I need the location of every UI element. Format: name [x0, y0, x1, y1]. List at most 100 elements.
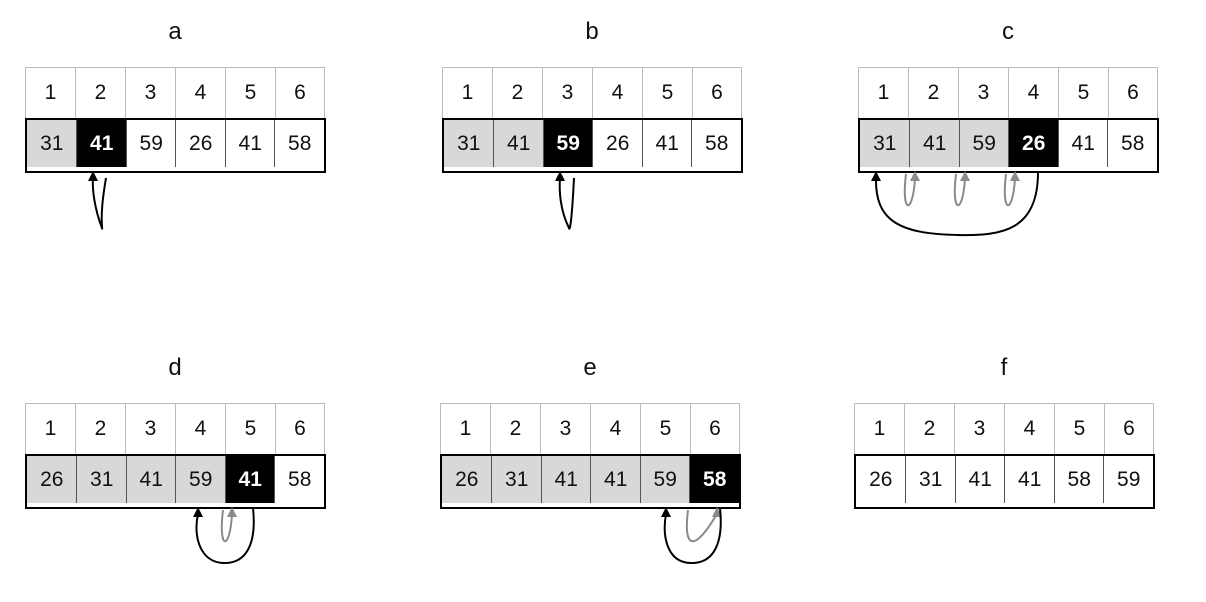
value-cell: 58	[1053, 456, 1104, 503]
value-cell: 41	[224, 120, 275, 167]
index-cell: 2	[75, 67, 125, 118]
index-cell: 2	[490, 403, 540, 454]
insert-arrow	[91, 177, 107, 230]
value-cell: 59	[1103, 456, 1153, 503]
value-cell: 26	[175, 120, 225, 167]
value-cell: 41	[1004, 456, 1054, 503]
arrow-layer	[555, 171, 575, 230]
index-cell: 1	[442, 67, 492, 118]
index-cell: 4	[1004, 403, 1054, 454]
value-row: 26 31 41 41 58 59	[854, 454, 1155, 509]
index-cell: 3	[542, 67, 592, 118]
value-cell: 41	[540, 456, 591, 503]
array-grid: 1 2 3 4 5 6 26 31 41 59 41 58	[25, 403, 326, 509]
panel-f: f 1 2 3 4 5 6 26 31 41 41 58 59	[854, 336, 1155, 536]
value-cell: 26	[442, 456, 492, 503]
shift-arrow	[220, 509, 233, 543]
arrow-head	[193, 507, 203, 517]
panel-d: d 1 2 3 4 5 6 26 31 41 59 41 58	[25, 336, 326, 565]
arrow-layer	[88, 171, 107, 230]
value-cell: 26	[27, 456, 77, 503]
index-row: 1 2 3 4 5 6	[440, 403, 741, 454]
value-cell: 41	[909, 120, 959, 167]
index-cell: 2	[492, 67, 542, 118]
value-cell: 59	[175, 456, 225, 503]
index-cell: 5	[642, 67, 692, 118]
arrow-head	[88, 171, 98, 181]
arrow-layer	[193, 507, 255, 565]
index-row: 1 2 3 4 5 6	[25, 403, 326, 454]
index-cell: 3	[958, 67, 1008, 118]
panel-label: f	[1000, 354, 1008, 381]
index-cell: 4	[592, 67, 642, 118]
arrow-head	[712, 507, 722, 517]
value-cell: 31	[27, 120, 77, 167]
index-cell: 4	[175, 67, 225, 118]
value-cell: 59	[639, 456, 690, 503]
index-cell: 5	[225, 403, 275, 454]
array-grid: 1 2 3 4 5 6 31 41 59 26 41 58	[25, 67, 326, 173]
arrow-head	[910, 171, 920, 181]
index-row: 1 2 3 4 5 6	[854, 403, 1155, 454]
value-cell: 41	[76, 120, 126, 167]
value-cell: 31	[76, 456, 126, 503]
index-row: 1 2 3 4 5 6	[858, 67, 1159, 118]
arrow-head	[227, 507, 237, 517]
index-cell: 5	[225, 67, 275, 118]
arrow-layer	[871, 171, 1039, 237]
array-grid: 1 2 3 4 5 6 26 31 41 41 59 58	[440, 403, 741, 509]
index-row: 1 2 3 4 5 6	[25, 67, 326, 118]
value-cell: 59	[542, 120, 593, 167]
index-cell: 4	[590, 403, 640, 454]
index-row: 1 2 3 4 5 6	[442, 67, 743, 118]
value-cell: 58	[691, 120, 741, 167]
value-cell: 41	[125, 456, 176, 503]
value-cell: 58	[274, 120, 324, 167]
value-cell: 26	[1008, 120, 1058, 167]
index-cell: 3	[125, 67, 175, 118]
value-cell: 31	[860, 120, 910, 167]
value-cell: 31	[444, 120, 494, 167]
panel-a: a 1 2 3 4 5 6 31 41 59 26 41 58	[25, 0, 326, 230]
value-row: 31 41 59 26 41 58	[25, 118, 326, 173]
value-cell: 41	[954, 456, 1005, 503]
index-cell: 5	[640, 403, 690, 454]
panel-label: b	[585, 18, 599, 45]
value-cell: 31	[491, 456, 541, 503]
value-row: 31 41 59 26 41 58	[858, 118, 1159, 173]
arrow-head	[555, 171, 565, 181]
index-cell: 1	[440, 403, 490, 454]
shift-arrow	[1003, 173, 1016, 207]
panel-b: b 1 2 3 4 5 6 31 41 59 26 41 58	[442, 0, 743, 230]
index-cell: 5	[1054, 403, 1104, 454]
array-grid: 1 2 3 4 5 6 31 41 59 26 41 58	[858, 67, 1159, 173]
shift-arrow	[953, 173, 966, 207]
index-cell: 4	[175, 403, 225, 454]
arrow-head	[871, 171, 881, 181]
value-cell: 41	[590, 456, 640, 503]
index-cell: 1	[25, 67, 75, 118]
arrow-head	[960, 171, 970, 181]
value-cell: 31	[905, 456, 955, 503]
value-cell: 26	[592, 120, 642, 167]
panel-label: a	[168, 18, 182, 45]
index-cell: 2	[908, 67, 958, 118]
index-cell: 3	[125, 403, 175, 454]
index-cell: 6	[1104, 403, 1154, 454]
panel-e: e 1 2 3 4 5 6 26 31 41 41 59 58	[440, 336, 741, 565]
arrow-head	[661, 507, 671, 517]
panel-c: c 1 2 3 4 5 6 31 41 59 26 41 58	[858, 0, 1159, 237]
panel-label: e	[583, 354, 597, 381]
panel-label: d	[168, 354, 182, 381]
arrow-head	[1010, 171, 1020, 181]
index-cell: 6	[275, 67, 325, 118]
value-row: 26 31 41 41 59 58	[440, 454, 741, 509]
arrow-layer	[661, 507, 722, 565]
index-cell: 1	[854, 403, 904, 454]
index-cell: 3	[540, 403, 590, 454]
value-cell: 41	[1057, 120, 1108, 167]
array-grid: 1 2 3 4 5 6 26 31 41 41 58 59	[854, 403, 1155, 509]
index-cell: 5	[1058, 67, 1108, 118]
index-cell: 3	[954, 403, 1004, 454]
value-cell: 59	[125, 120, 176, 167]
